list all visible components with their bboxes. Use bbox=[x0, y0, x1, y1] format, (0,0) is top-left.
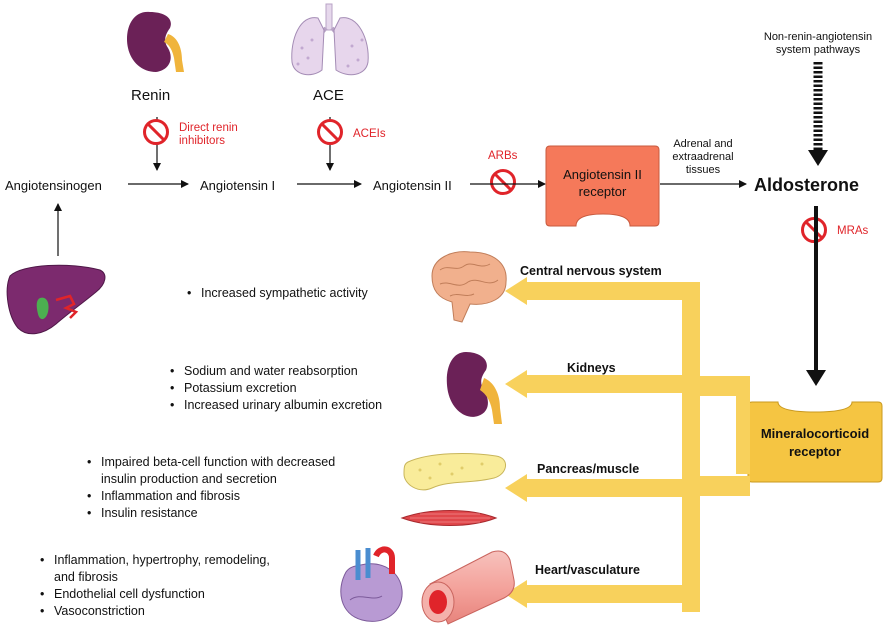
kidneys-label: Kidneys bbox=[567, 361, 616, 375]
signal-pathways bbox=[505, 277, 750, 612]
cns-label: Central nervous system bbox=[520, 264, 662, 278]
kidney-effect: Potassium excretion bbox=[168, 380, 382, 397]
cns-effect: Increased sympathetic activity bbox=[185, 285, 368, 302]
pancreas-effect: Inflammation and fibrosis bbox=[85, 488, 335, 505]
pancreas-effects: Impaired beta-cell function with decreas… bbox=[85, 454, 335, 522]
acei-label: ACEIs bbox=[353, 128, 386, 140]
pancreas-effect-continued: insulin production and secretion bbox=[101, 472, 277, 486]
aldosterone-label: Aldosterone bbox=[754, 175, 860, 195]
heart-effects: Inflammation, hypertrophy, remodeling, a… bbox=[38, 552, 270, 620]
liver-icon bbox=[6, 264, 106, 335]
mineralocorticoid-receptor-box bbox=[747, 401, 883, 483]
angiotensin-i-label: Angiotensin I bbox=[200, 178, 276, 193]
ace-lungs-icon bbox=[291, 3, 369, 76]
pancreas-muscle-label: Pancreas/muscle bbox=[537, 462, 640, 476]
renin-kidney-icon bbox=[126, 11, 184, 72]
angiotensin-ii-label: Angiotensin II bbox=[373, 178, 452, 193]
adrenal-tissues-label: Adrenal and extraadrenal tissues bbox=[672, 138, 734, 176]
mineralocorticoid-receptor-label: Mineralocorticoid receptor bbox=[760, 426, 870, 459]
non-ras-pathway-arrow bbox=[808, 62, 828, 166]
cns-effects: Increased sympathetic activity bbox=[185, 285, 368, 302]
kidney-effect: Sodium and water reabsorption bbox=[168, 363, 382, 380]
arb-icon bbox=[490, 169, 516, 195]
angiotensin-ii-receptor-box bbox=[545, 145, 660, 227]
renin-label: Renin bbox=[131, 87, 171, 104]
kidney-effects: Sodium and water reabsorption Potassium … bbox=[168, 363, 382, 414]
brain-icon bbox=[431, 251, 507, 323]
heart-vasculature-label: Heart/vasculature bbox=[535, 563, 640, 577]
heart-effect: Endothelial cell dysfunction bbox=[38, 586, 270, 603]
direct-renin-inhibitor-icon bbox=[143, 119, 169, 145]
muscle-icon bbox=[400, 510, 498, 526]
angiotensinogen-label: Angiotensinogen bbox=[5, 178, 102, 193]
arb-label: ARBs bbox=[488, 150, 518, 162]
pancreas-icon bbox=[403, 453, 506, 491]
acei-icon bbox=[317, 119, 343, 145]
heart-effect: Vasoconstriction bbox=[38, 603, 270, 620]
kidney-effect: Increased urinary albumin excretion bbox=[168, 397, 382, 414]
heart-icon bbox=[340, 546, 403, 622]
pancreas-effect: Insulin resistance bbox=[85, 505, 335, 522]
mra-label: MRAs bbox=[837, 225, 869, 237]
ace-label: ACE bbox=[313, 87, 344, 104]
kidney-organ-icon bbox=[446, 352, 502, 424]
non-ras-pathways-label: Non-renin-angiotensin system pathways bbox=[763, 31, 873, 56]
direct-renin-inhibitors-label: Direct renin inhibitors bbox=[179, 122, 238, 147]
blood-vessel-icon bbox=[421, 550, 515, 625]
heart-effect: Inflammation, hypertrophy, remodeling, bbox=[38, 552, 270, 569]
angiotensin-ii-receptor-label: Angiotensin II receptor bbox=[563, 167, 642, 199]
pancreas-effect: Impaired beta-cell function with decreas… bbox=[85, 454, 335, 471]
heart-effect-continued: and fibrosis bbox=[54, 570, 118, 584]
